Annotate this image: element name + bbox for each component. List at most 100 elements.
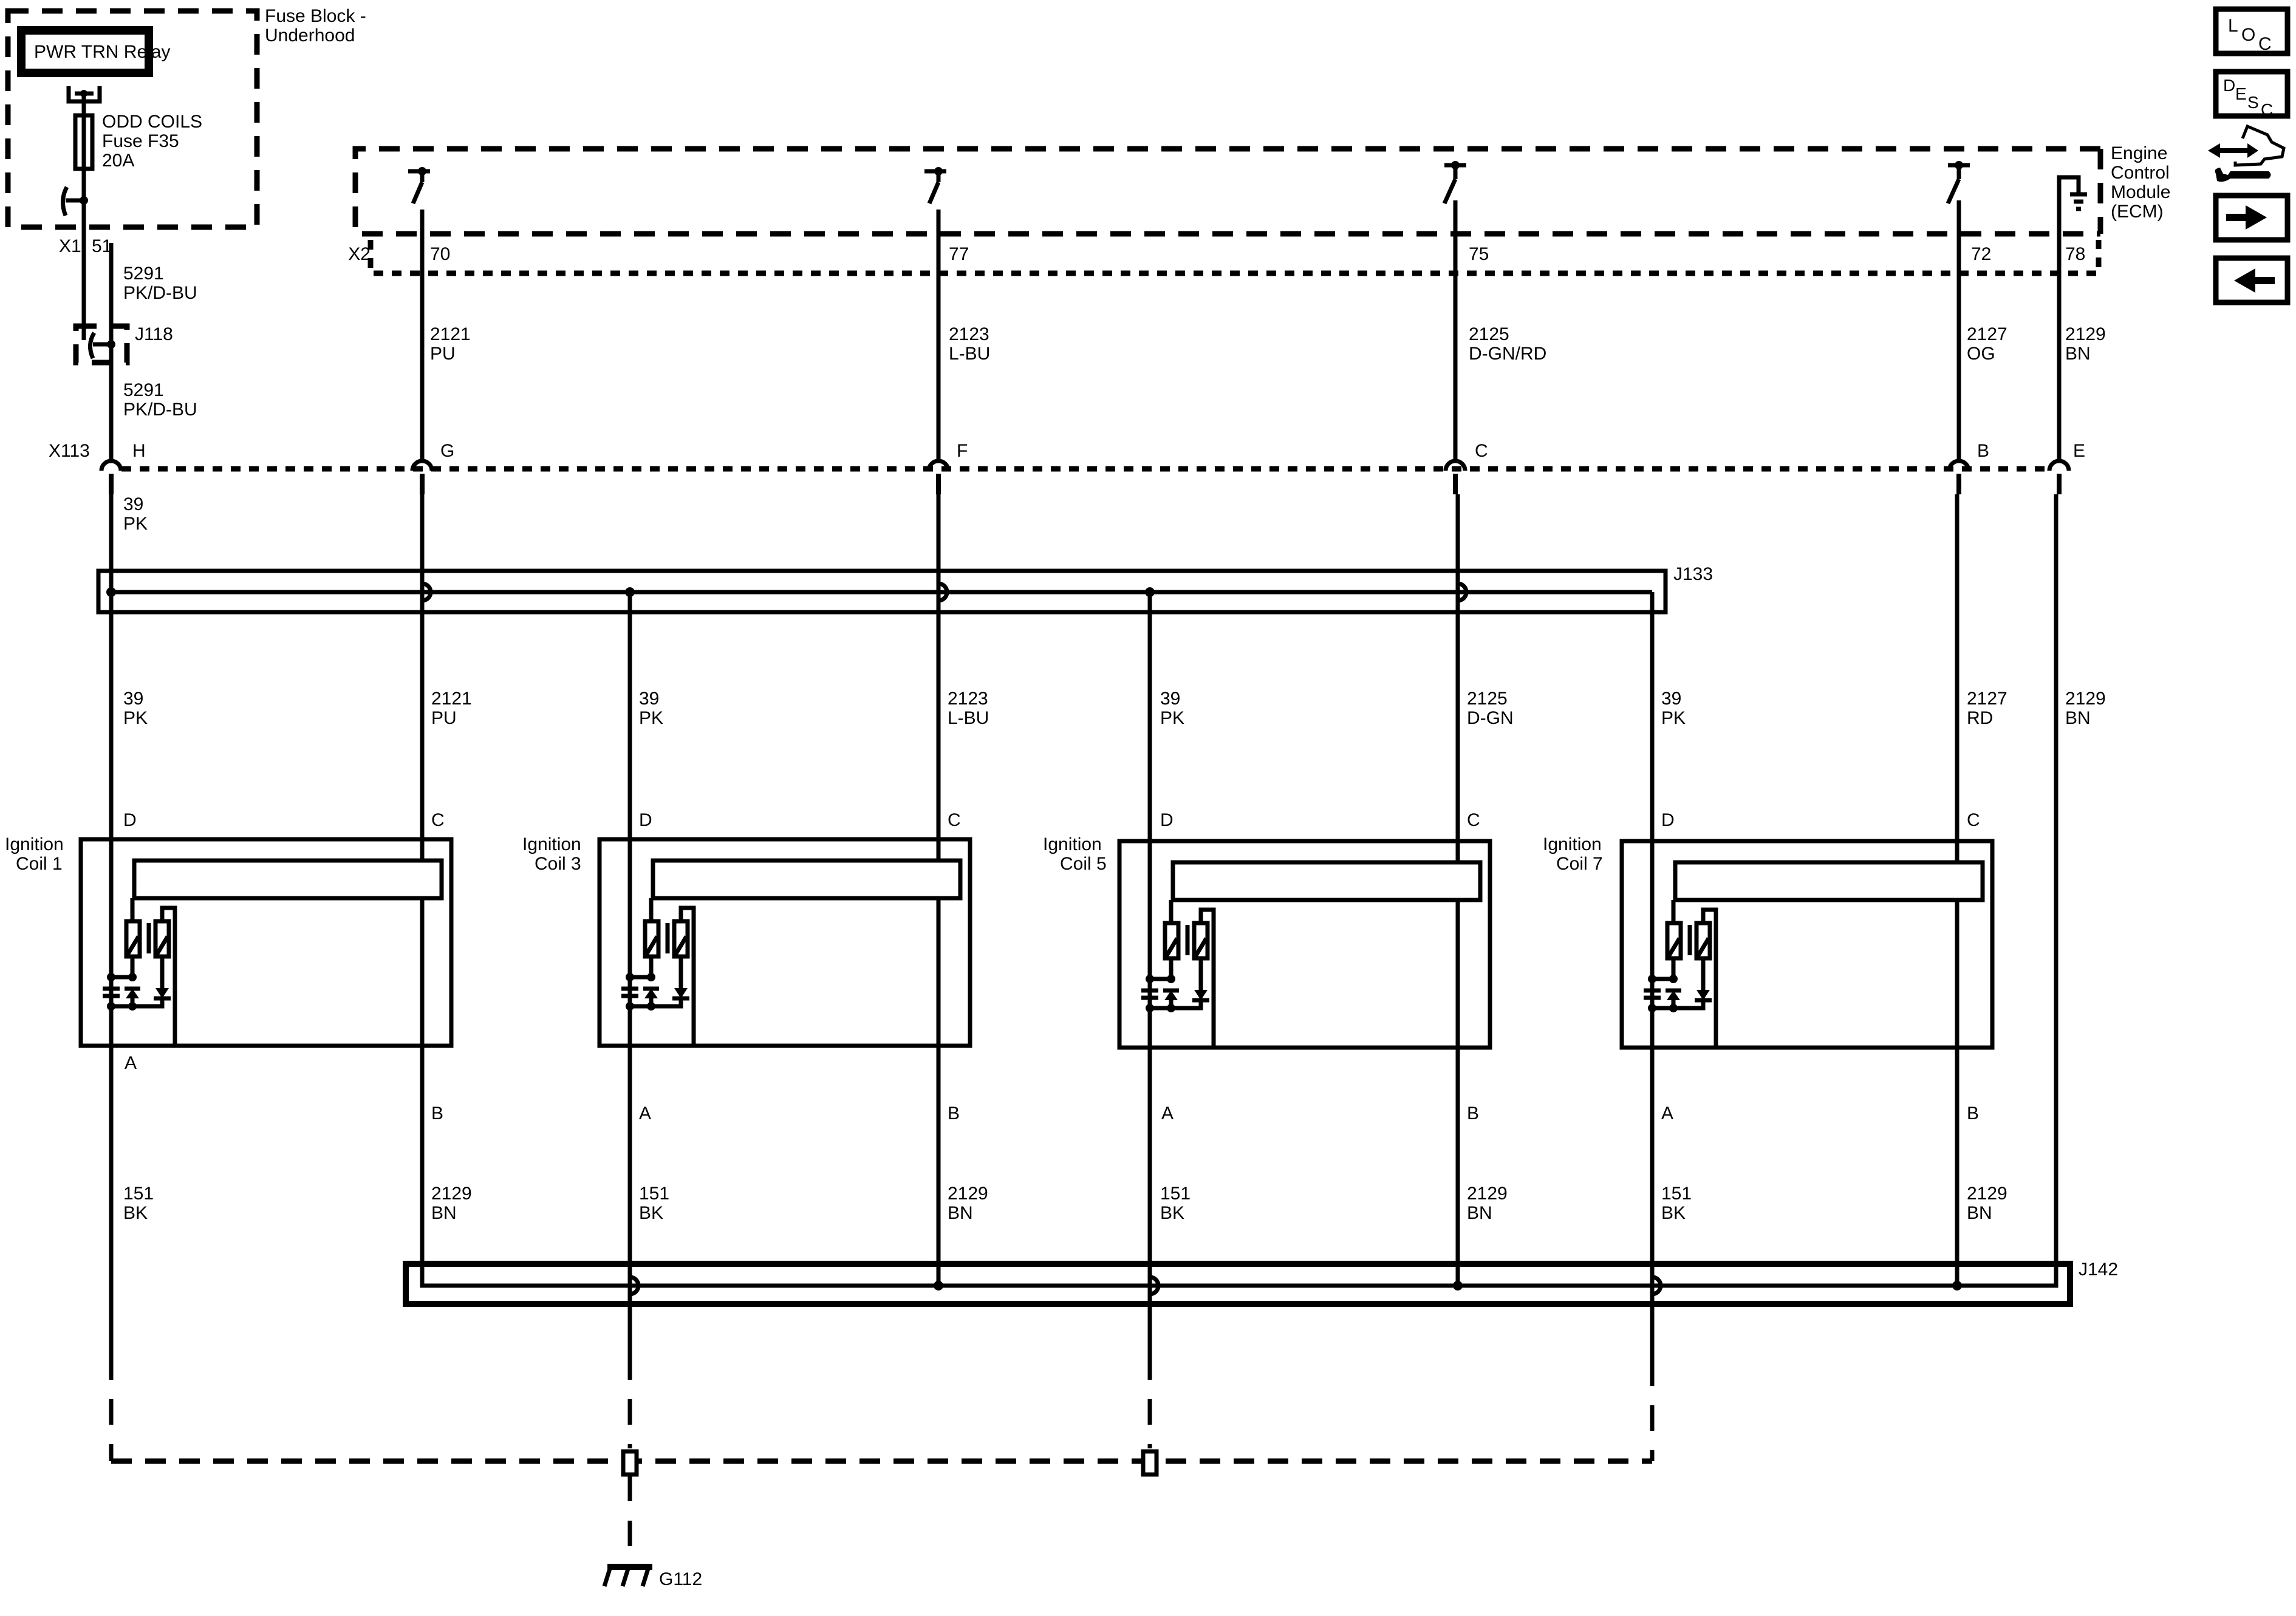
pin-label: D — [639, 810, 652, 830]
wire-label: 2123 — [949, 324, 989, 344]
wire-label: 2129 — [948, 1184, 988, 1204]
ecm-pin-72: 72 — [1971, 244, 1991, 264]
x113-pin-e: E — [2047, 441, 2085, 494]
splice-icon — [61, 186, 69, 217]
fuse-label-1: ODD COILS — [102, 112, 202, 132]
wire-label: PK — [639, 708, 663, 728]
wire-label: 151 — [1160, 1184, 1191, 1204]
ignition-coil-5: Ignition Coil 5 D C A B — [1043, 810, 1490, 1123]
wire-label: 2129 — [1967, 1184, 2007, 1204]
wire-label: 2121 — [430, 324, 471, 344]
coil-pass-wires — [109, 839, 1655, 1048]
connector-end-view-button[interactable] — [2208, 124, 2286, 182]
x2-connector-outline — [367, 240, 2102, 276]
wire-label: BK — [639, 1203, 663, 1223]
ecm-driver-switch-icon — [408, 167, 430, 462]
arrow-left-icon — [2234, 268, 2275, 293]
pin-label: C — [1467, 810, 1480, 830]
pin-label: B — [1467, 1103, 1479, 1123]
wire-label: 2121 — [431, 689, 472, 709]
j142-outline — [403, 1261, 2073, 1307]
pin-label: C — [431, 810, 445, 830]
ignition-coil-1: Ignition Coil 1 D C A B — [5, 810, 451, 1123]
ecm-title-1: Engine — [2111, 143, 2167, 163]
ecm-driver-switch-icon — [924, 167, 946, 462]
fuse-icon — [73, 113, 95, 171]
wire-5291: 5291 PK/D-BU J118 5291 PK/D-BU — [73, 243, 197, 462]
pin-label: A — [639, 1103, 651, 1123]
ecm-title-2: Control — [2111, 163, 2170, 183]
j133-outline — [96, 568, 1668, 615]
ignition-coil-3: Ignition Coil 3 D C A B — [522, 810, 970, 1123]
wire-label: 2129 — [1467, 1184, 1508, 1204]
wire-label: 2125 — [1467, 689, 1508, 709]
nav-next-button[interactable] — [2213, 193, 2291, 243]
pin-label: A — [1161, 1103, 1174, 1123]
ground-splice-icon — [1141, 1449, 1159, 1477]
ecm-pin-70: 70 — [430, 244, 450, 264]
ecm-ground-icon — [2057, 175, 2087, 462]
wire-label: BN — [1967, 1203, 1992, 1223]
desc-letter: C — [2261, 100, 2273, 119]
coil-name: Coil 5 — [1060, 854, 1107, 874]
x2-connector-label: X2 — [348, 244, 371, 264]
wire-label: BN — [2065, 344, 2091, 364]
desc-letter: D — [2223, 76, 2235, 95]
coil-name: Ignition — [1543, 834, 1602, 854]
pin-label: C — [948, 810, 961, 830]
wire-label: L-BU — [948, 708, 989, 728]
desc-letter: E — [2235, 84, 2247, 103]
fuse-block-title-2: Underhood — [265, 26, 355, 46]
wire-label: PK — [1661, 708, 1686, 728]
ecm-pin-77: 77 — [949, 244, 969, 264]
wire-label: 2129 — [2065, 324, 2106, 344]
wire-label: 2129 — [431, 1184, 472, 1204]
ecm-pin-78: 78 — [2065, 244, 2085, 264]
ecm-outline — [352, 146, 2100, 237]
pwr-trn-relay-label: PWR TRN Relay — [34, 42, 170, 62]
wire-label: 2129 — [2065, 689, 2106, 709]
wire-label: PK/D-BU — [123, 283, 197, 303]
fuse-label-3: 20A — [102, 151, 134, 171]
arrow-right-icon — [2226, 205, 2267, 230]
pin-label: E — [2073, 441, 2085, 461]
wire-label: D-GN — [1467, 708, 1514, 728]
j142-label: J142 — [2079, 1260, 2118, 1280]
wire-label: PU — [431, 708, 457, 728]
pin-label: D — [123, 810, 137, 830]
nav-desc-button[interactable]: D E S C — [2213, 69, 2291, 119]
wire-label: 151 — [1661, 1184, 1692, 1204]
wire-label: D-GN/RD — [1469, 344, 1546, 364]
pin-label: A — [125, 1053, 137, 1073]
engine-control-module: Engine Control Module (ECM) X2 — [348, 143, 2170, 462]
ignition-coil-7: Ignition Coil 7 D C A B — [1543, 810, 1992, 1123]
mid-wire-labels: 39 PK 2121 PU 39 PK 2123 L-BU 39 PK 2125… — [123, 689, 2106, 728]
wire-label: 39 — [123, 494, 143, 514]
loc-letter: O — [2241, 25, 2255, 45]
coil-name: Ignition — [5, 834, 64, 854]
j133-splice: J133 — [96, 564, 1713, 838]
pin-label: F — [957, 441, 968, 461]
g112-label: G112 — [659, 1569, 702, 1589]
x1-pin-label: 51 — [92, 236, 112, 256]
wire-label: 39 — [1160, 689, 1180, 709]
loc-letter: C — [2258, 34, 2272, 54]
ecm-driver-switch-icon — [1442, 161, 1466, 462]
pin-label: D — [1160, 810, 1174, 830]
fuse-label-2: Fuse F35 — [102, 131, 179, 151]
coil-name: Coil 7 — [1556, 854, 1603, 874]
wire-label: PU — [430, 344, 456, 364]
fuse-block-title-1: Fuse Block - — [265, 6, 366, 26]
pin-label: B — [1977, 441, 1989, 461]
x113-connector: X113 H G F C B E 39 PK — [49, 441, 2085, 534]
wire-label: PK — [1160, 708, 1184, 728]
j118-label: J118 — [135, 324, 173, 344]
nav-prev-button[interactable] — [2213, 255, 2291, 305]
x113-pin-c: C — [1443, 441, 1488, 494]
wire-label: BN — [2065, 708, 2091, 728]
wire-label: PK — [123, 708, 148, 728]
nav-loc-button[interactable]: L O C — [2213, 6, 2291, 56]
ecm-title-4: (ECM) — [2111, 202, 2164, 222]
j118-splice-box — [73, 323, 130, 366]
fuse-block-outline — [5, 8, 260, 230]
